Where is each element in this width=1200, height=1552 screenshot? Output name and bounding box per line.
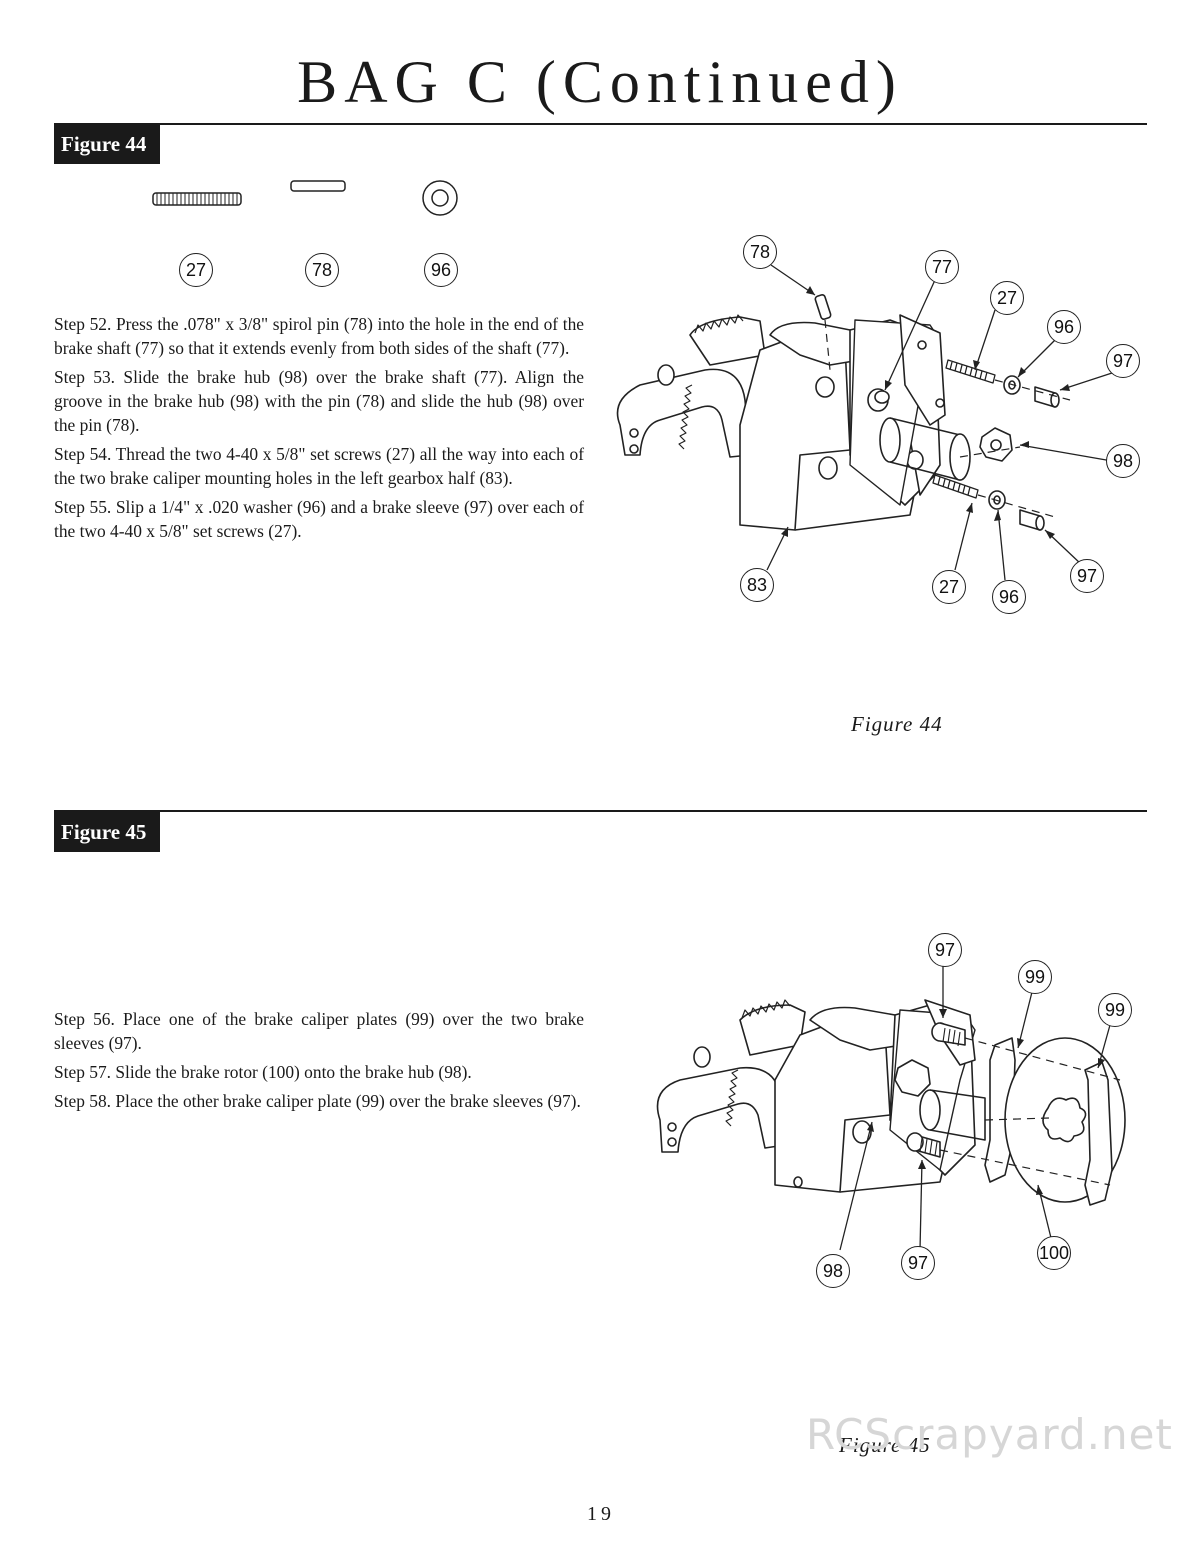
callout-27-bottom: 27: [932, 570, 966, 604]
watermark: RCScrapyard.net: [806, 1410, 1173, 1459]
step-57: Step 57. Slide the brake rotor (100) ont…: [54, 1062, 472, 1082]
callout-77: 77: [925, 250, 959, 284]
callout-98-45: 98: [816, 1254, 850, 1288]
figure-45-steps: Step 56. Place one of the brake caliper …: [54, 1007, 584, 1118]
step-54: Step 54. Thread the two 4-40 x 5/8" set …: [54, 444, 584, 488]
section-rule: [54, 810, 1147, 812]
set-screw-27-part: [152, 192, 242, 206]
title-rule: [54, 123, 1147, 125]
brake-caliper-rotor-drawing-45: [656, 965, 1126, 1251]
callout-100: 100: [1037, 1236, 1071, 1270]
callout-99-left: 99: [1018, 960, 1052, 994]
callout-99-right: 99: [1098, 993, 1132, 1027]
callout-97-top: 97: [1106, 344, 1140, 378]
figure-45-caption: Figure 45: [839, 1433, 931, 1457]
spirol-pin-78-part: [290, 180, 346, 192]
figure-44-steps: Step 52. Press the .078" x 3/8" spirol p…: [54, 312, 584, 548]
callout-78: 78: [743, 235, 777, 269]
page-title: BAG C (Continued): [297, 49, 903, 115]
step-53: Step 53. Slide the brake hub (98) over t…: [54, 367, 584, 435]
callout-96-bottom: 96: [992, 580, 1026, 614]
step-56: Step 56. Place one of the brake caliper …: [54, 1009, 584, 1053]
figure-45-tag: Figure 45: [54, 812, 160, 852]
gearbox-brake-assembly-drawing-44: [616, 264, 1113, 581]
step-58: Step 58. Place the other brake caliper p…: [54, 1091, 581, 1111]
step-55: Step 55. Slip a 1/4" x .020 washer (96) …: [54, 497, 584, 541]
callout-27-top: 27: [990, 281, 1024, 315]
step-52: Step 52. Press the .078" x 3/8" spirol p…: [54, 314, 584, 358]
part-callout-96: 96: [424, 253, 458, 287]
part-callout-78: 78: [305, 253, 339, 287]
parts-row-figure-44: [152, 180, 458, 216]
callout-96-top: 96: [1047, 310, 1081, 344]
callout-97-top-45: 97: [928, 933, 962, 967]
part-callout-27: 27: [179, 253, 213, 287]
callout-97-bottom-45: 97: [901, 1246, 935, 1280]
callout-98: 98: [1106, 444, 1140, 478]
figure-44-caption: Figure 44: [851, 712, 943, 736]
figure-44-tag: Figure 44: [54, 124, 160, 164]
callout-83: 83: [740, 568, 774, 602]
washer-96-part: [422, 180, 458, 216]
page-number: 19: [587, 1503, 615, 1525]
callout-97-bottom: 97: [1070, 559, 1104, 593]
